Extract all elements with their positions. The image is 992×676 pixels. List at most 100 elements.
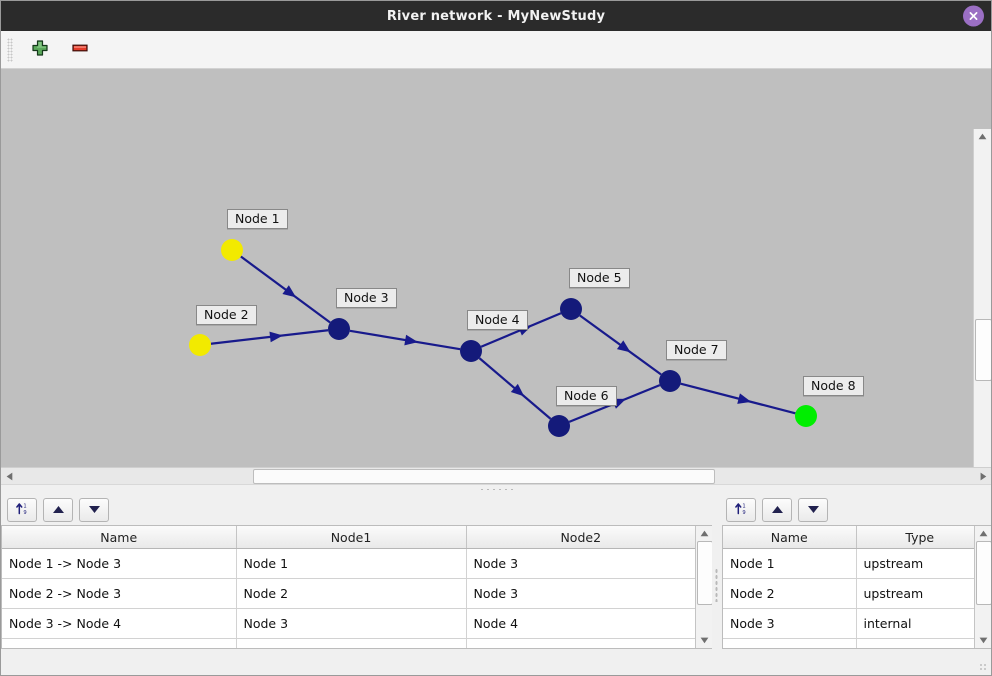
nodes-vscroll-thumb[interactable] (976, 541, 991, 605)
reaches-vscroll-thumb[interactable] (697, 541, 712, 605)
vertical-splitter[interactable] (712, 494, 720, 675)
graph-edge[interactable] (349, 329, 461, 351)
table-cell[interactable]: Node 5 (466, 638, 695, 648)
table-cell[interactable]: upstream (856, 578, 974, 609)
column-header[interactable]: Name (2, 526, 237, 549)
graph-node-label[interactable]: Node 8 (803, 376, 864, 397)
table-cell[interactable]: Node 2 (236, 578, 467, 609)
triangle-up-icon (52, 502, 65, 517)
main-toolbar (1, 31, 991, 69)
table-cell[interactable]: Node 3 (466, 578, 695, 609)
scroll-up-icon[interactable] (974, 129, 991, 144)
scroll-left-icon[interactable] (1, 468, 17, 484)
table-cell[interactable]: internal (856, 638, 974, 648)
river-network-canvas[interactable]: Node 1 Node 2 Node 3 Node 4 Node 5 Node 6 Node… (1, 69, 991, 467)
canvas-hscroll-track[interactable] (17, 468, 975, 484)
graph-node-label[interactable]: Node 7 (666, 340, 727, 361)
table-cell[interactable]: Node 1 (236, 548, 467, 579)
graph-node[interactable] (560, 298, 582, 320)
table-cell[interactable]: Node 4 (236, 638, 467, 648)
reaches-move-up-button[interactable] (43, 497, 73, 522)
nodes-scroll-down-icon[interactable] (975, 633, 991, 648)
graph-node[interactable] (328, 318, 350, 340)
reaches-scroll-down-icon[interactable] (696, 633, 712, 648)
nodes-toolbar: 1 9 (720, 494, 991, 525)
graph-node-label[interactable]: Node 5 (569, 268, 630, 289)
graph-area[interactable]: Node 1 Node 2 Node 3 Node 4 Node 5 Node 6 Node… (1, 69, 991, 467)
table-cell[interactable]: internal (856, 608, 974, 639)
graph-node[interactable] (189, 334, 211, 356)
graph-node-label[interactable]: Node 6 (556, 386, 617, 407)
canvas-horizontal-scrollbar[interactable] (1, 467, 991, 484)
add-node-button[interactable] (27, 37, 53, 63)
reaches-vscroll-track[interactable] (696, 541, 712, 633)
reaches-move-down-button[interactable] (79, 497, 109, 522)
graph-node-label[interactable]: Node 2 (196, 305, 257, 326)
table-cell[interactable]: Node 3 (466, 548, 695, 579)
nodes-vscroll-track[interactable] (975, 541, 991, 633)
toolbar-drag-handle[interactable] (7, 37, 13, 62)
graph-node[interactable] (221, 239, 243, 261)
graph-node-label[interactable]: Node 1 (227, 209, 288, 230)
table-cell[interactable]: Node 1 (723, 548, 857, 579)
nodes-move-up-button[interactable] (762, 497, 792, 522)
table-cell[interactable]: Node 4 -> Node 5 (2, 638, 237, 648)
graph-edge[interactable] (240, 255, 331, 324)
table-cell[interactable]: Node 4 (466, 608, 695, 639)
table-cell[interactable]: Node 3 (723, 608, 857, 639)
nodes-sort-button[interactable]: 1 9 (726, 497, 756, 522)
table-cell[interactable]: upstream (856, 548, 974, 579)
splitter-grip-icon (479, 488, 513, 491)
triangle-down-icon (88, 502, 101, 517)
column-header[interactable]: Node2 (466, 526, 695, 549)
canvas-vscroll-track[interactable] (974, 144, 991, 467)
graph-node-label[interactable]: Node 4 (467, 310, 528, 331)
nodes-move-down-button[interactable] (798, 497, 828, 522)
reaches-scroll-up-icon[interactable] (696, 526, 712, 541)
graph-edge[interactable] (680, 382, 796, 415)
table-cell[interactable]: Node 4 (723, 638, 857, 648)
graph-node-label[interactable]: Node 3 (336, 288, 397, 309)
nodes-vertical-scrollbar[interactable] (974, 526, 991, 648)
canvas-vscroll-thumb[interactable] (975, 319, 991, 381)
table-cell[interactable]: Node 1 -> Node 3 (2, 548, 237, 579)
column-header[interactable]: Type (856, 526, 974, 549)
nodes-pane: 1 9 (720, 494, 991, 675)
canvas-hscroll-thumb[interactable] (253, 469, 715, 484)
close-icon[interactable] (963, 5, 984, 27)
window-resize-grip[interactable] (979, 663, 988, 672)
table-cell[interactable]: Node 3 -> Node 4 (2, 608, 237, 639)
scroll-right-icon[interactable] (975, 468, 991, 484)
canvas-vertical-scrollbar[interactable] (973, 129, 991, 467)
reaches-sort-button[interactable]: 1 9 (7, 497, 37, 522)
graph-edge[interactable] (210, 329, 329, 345)
table-row[interactable]: Node 4internal (723, 638, 974, 648)
table-cell[interactable]: Node 3 (236, 608, 467, 639)
table-cell[interactable]: Node 2 (723, 578, 857, 609)
reaches-toolbar: 1 9 (1, 494, 712, 525)
graph-node[interactable] (659, 370, 681, 392)
remove-node-button[interactable] (67, 37, 93, 63)
nodes-scroll-up-icon[interactable] (975, 526, 991, 541)
table-cell[interactable]: Node 2 -> Node 3 (2, 578, 237, 609)
graph-node[interactable] (795, 405, 817, 427)
column-header[interactable]: Name (723, 526, 857, 549)
graph-node[interactable] (460, 340, 482, 362)
reaches-vertical-scrollbar[interactable] (695, 526, 712, 648)
horizontal-splitter[interactable] (1, 484, 991, 494)
graph-node[interactable] (548, 415, 570, 437)
column-header[interactable]: Node1 (236, 526, 467, 549)
